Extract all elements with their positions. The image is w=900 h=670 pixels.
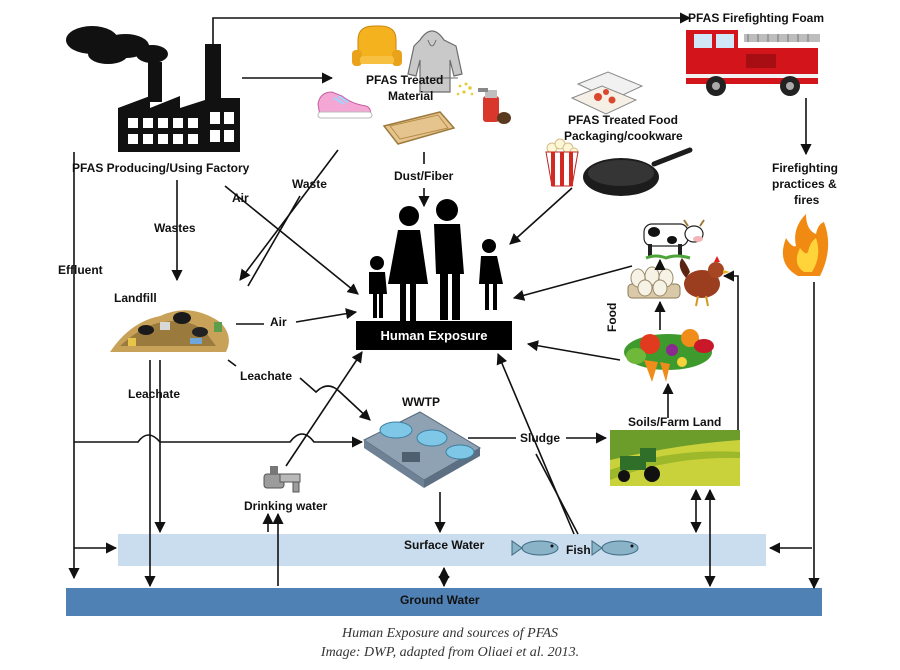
connector-lines: [68, 12, 820, 590]
fish-icon: [511, 540, 639, 556]
leachate-label-2: Leachate: [128, 387, 180, 401]
food-packaging-label-1: PFAS Treated Food: [568, 113, 678, 127]
firefighting-foam-label: PFAS Firefighting Foam: [688, 11, 824, 25]
ground-water-band: [66, 588, 822, 616]
spray-bottle-icon: [456, 82, 511, 124]
fish-label: Fish: [566, 543, 591, 557]
dust-fiber-label: Dust/Fiber: [394, 169, 454, 183]
surface-water-band: [118, 534, 766, 566]
air-label-2: Air: [270, 315, 287, 329]
factory-icon: [66, 26, 240, 152]
landfill-icon: [110, 310, 229, 352]
wwtp-icon: [363, 411, 481, 488]
family-silhouette-icon: [369, 199, 503, 322]
human-exposure-box: [356, 321, 512, 350]
caption-line-2: Image: DWP, adapted from Oliaei et al. 2…: [320, 645, 580, 660]
food-packaging-label-2: Packaging/cookware: [564, 129, 683, 143]
sneaker-icon: [317, 91, 373, 119]
frying-pan-icon: [583, 147, 693, 196]
effluent-label: Effluent: [58, 263, 103, 277]
fire-truck-icon: [686, 30, 820, 96]
eggs-icon: [627, 266, 681, 299]
wastes-label: Wastes: [154, 221, 196, 235]
air-label-1: Air: [232, 191, 249, 205]
carpet-icon: [382, 111, 456, 145]
vegetables-icon: [624, 329, 714, 382]
firefighting-label-3: fires: [794, 193, 820, 207]
food-label: Food: [605, 303, 619, 332]
leachate-label-1: Leachate: [240, 369, 292, 383]
factory-label: PFAS Producing/Using Factory: [72, 161, 250, 175]
firefighting-label-2: practices &: [772, 177, 837, 191]
flame-icon: [782, 214, 829, 276]
wwtp-label: WWTP: [402, 395, 440, 409]
faucet-icon: [263, 466, 301, 493]
sludge-label: Sludge: [520, 431, 560, 445]
popcorn-icon: [545, 138, 579, 187]
drinking-water-label: Drinking water: [244, 499, 328, 513]
human-exposure-label: Human Exposure: [381, 328, 488, 343]
treated-material-label-2: Material: [388, 89, 433, 103]
ground-water-label: Ground Water: [400, 593, 480, 607]
waste-label: Waste: [292, 177, 327, 191]
firefighting-label-1: Firefighting: [772, 161, 838, 175]
hoodie-icon: [407, 30, 463, 93]
armchair-icon: [352, 25, 402, 66]
farm-field-icon: [610, 430, 740, 486]
landfill-label: Landfill: [114, 291, 157, 305]
soils-farm-label: Soils/Farm Land: [628, 415, 721, 429]
surface-water-label: Surface Water: [404, 538, 485, 552]
hen-icon: [679, 256, 730, 307]
cow-icon: [643, 219, 705, 260]
treated-material-label-1: PFAS Treated: [366, 73, 443, 87]
pizza-box-icon: [570, 71, 644, 115]
caption-line-1: Human Exposure and sources of PFAS: [341, 626, 559, 641]
